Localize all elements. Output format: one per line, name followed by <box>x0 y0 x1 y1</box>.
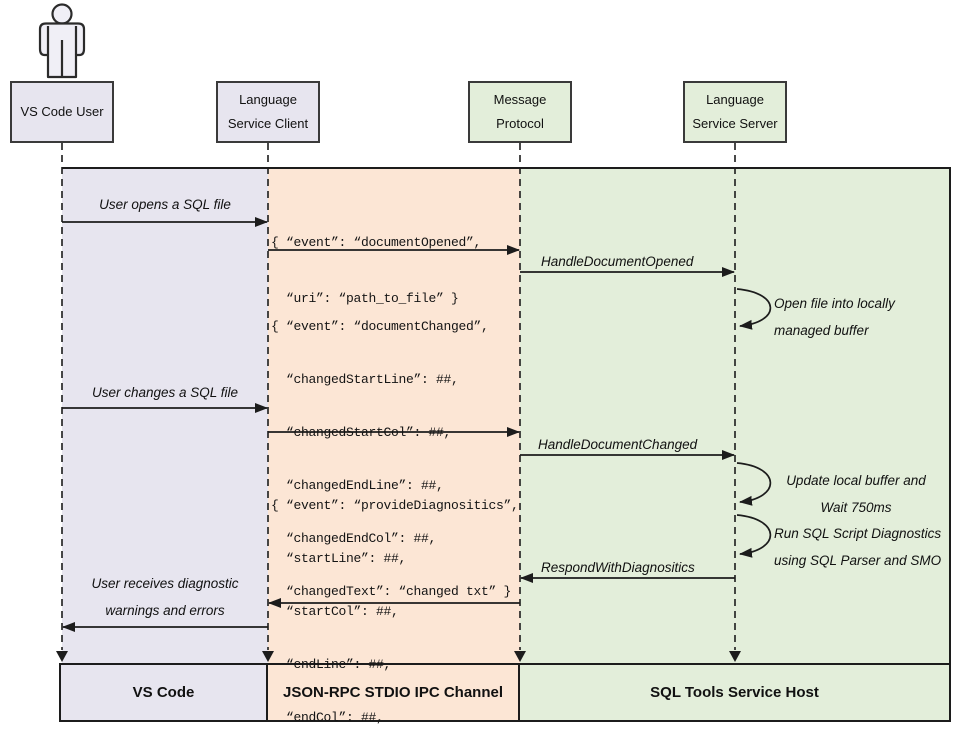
lifelines <box>61 143 736 650</box>
lane-title-service-host: SQL Tools Service Host <box>520 663 951 722</box>
participant-label: Language <box>239 91 297 107</box>
participant-message-protocol: Message Protocol <box>468 81 572 143</box>
actor-person-icon <box>38 3 86 79</box>
lifeline-end-arrow-server <box>729 651 741 662</box>
lane-title-label: VS Code <box>132 684 195 701</box>
self-loops <box>736 288 772 558</box>
note-line: Run SQL Script Diagnostics <box>774 526 942 541</box>
actor-body-lines <box>46 26 78 76</box>
lane-vscode <box>62 167 268 663</box>
loop-open-file <box>736 288 772 330</box>
participant-language-service-server: Language Service Server <box>683 81 787 143</box>
payload-line: “changedEndLine”: ##, <box>271 478 444 493</box>
note-line: Open file into locally <box>774 296 895 311</box>
payload-line: “changedEndCol”: ##, <box>271 531 437 546</box>
payload-document-opened: { “event”: “documentOpened”, “uri”: “pat… <box>271 199 481 341</box>
lane-title-label: JSON-RPC STDIO IPC Channel <box>282 684 504 701</box>
note-line: using SQL Parser and SMO <box>774 553 942 568</box>
message-label-line: User receives diagnostic <box>91 576 239 591</box>
message-label-line: warnings and errors <box>105 603 225 618</box>
participant-language-service-client: Language Service Client <box>216 81 320 143</box>
loop-run-diagnostics <box>736 514 772 558</box>
payload-line: “endLine”: ##, <box>271 657 392 672</box>
participant-vscode-user: VS Code User <box>10 81 114 143</box>
payload-document-changed: { “event”: “documentChanged”, “changedSt… <box>271 285 511 633</box>
payload-line: “uri”: “path_to_file” } <box>271 290 459 306</box>
lane-title-ipc-channel: JSON-RPC STDIO IPC Channel <box>268 663 520 722</box>
lifeline-end-arrow-protocol <box>514 651 526 662</box>
note-run-diagnostics: Run SQL Script Diagnostics using SQL Par… <box>774 520 941 574</box>
participant-label: Language <box>706 91 764 107</box>
payload-provide-diagnostics: { “event”: “provideDiagnositics”, “start… <box>271 464 519 732</box>
participant-label: Service Server <box>692 115 778 131</box>
payload-line: { “event”: “documentOpened”, <box>271 234 482 250</box>
lane-title-label: SQL Tools Service Host <box>650 684 819 701</box>
lifeline-end-arrow-client <box>262 651 274 662</box>
payload-line: “endCol”: ##, <box>271 710 384 725</box>
payload-line: “startCol”: ##, <box>271 604 399 619</box>
payload-line: “changedStartCol”: ##, <box>271 425 452 440</box>
lane-title-vscode: VS Code <box>59 663 268 722</box>
note-open-file: Open file into locally managed buffer <box>774 290 895 344</box>
participant-label: Message <box>493 91 547 107</box>
message-label-handle-changed: HandleDocumentChanged <box>538 437 698 452</box>
actor-head <box>51 3 73 25</box>
note-line: Wait 750ms <box>820 500 892 515</box>
payload-line: “changedText”: “changed txt” } <box>271 584 512 599</box>
payload-line: “changedStartLine”: ##, <box>271 372 459 387</box>
lifeline-end-arrowheads <box>56 651 741 662</box>
loop-update-buffer <box>736 462 772 506</box>
message-label-respond: RespondWithDiagnositics <box>541 560 695 575</box>
message-arrows <box>62 217 735 632</box>
message-label-user-changes: User changes a SQL file <box>91 385 239 400</box>
message-label-handle-opened: HandleDocumentOpened <box>541 254 694 269</box>
note-line: Update local buffer and <box>786 473 926 488</box>
note-line: managed buffer <box>774 323 869 338</box>
participant-label: VS Code User <box>20 103 104 119</box>
note-update-buffer: Update local buffer and Wait 750ms <box>770 467 942 521</box>
payload-line: { “event”: “provideDiagnositics”, <box>271 498 519 513</box>
message-label-user-receives: User receives diagnostic warnings and er… <box>62 570 268 624</box>
participant-label: Protocol <box>496 115 544 131</box>
lifeline-end-arrow-user <box>56 651 68 662</box>
payload-line: { “event”: “documentChanged”, <box>271 319 489 334</box>
message-label-user-opens: User opens a SQL file <box>99 197 231 212</box>
participant-label: Service Client <box>227 115 309 131</box>
payload-line: “startLine”: ##, <box>271 551 407 566</box>
